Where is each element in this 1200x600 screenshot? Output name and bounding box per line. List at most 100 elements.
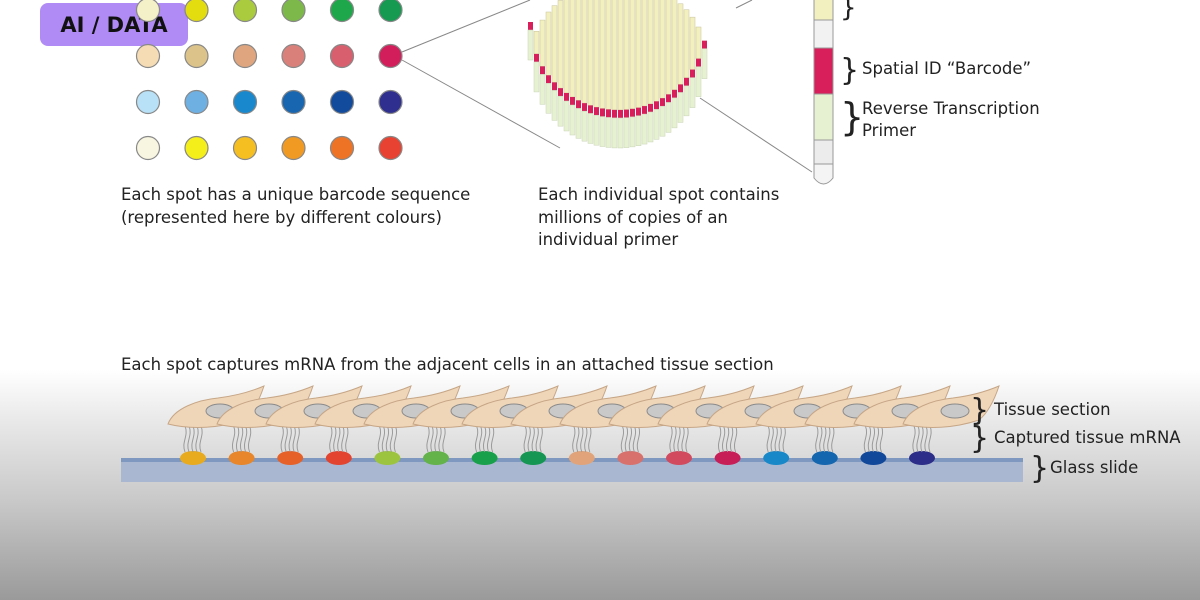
primer-strand-body xyxy=(563,0,570,94)
barcode-spot xyxy=(232,135,258,161)
primer-barcode-stripe xyxy=(684,77,689,86)
barcode-spot xyxy=(135,0,161,23)
slide-spot xyxy=(374,451,401,465)
brace-mrna: } xyxy=(970,421,989,456)
barcode-spot xyxy=(184,0,209,23)
primer-strand-body xyxy=(641,0,648,107)
slide-spot xyxy=(520,451,547,465)
primer-strand-body xyxy=(683,9,690,79)
brace-rt: } xyxy=(840,95,864,139)
primer-rt-stripe xyxy=(551,90,558,121)
primer-rt-stripe xyxy=(695,66,702,97)
slide-spot xyxy=(811,451,838,465)
slide-spot xyxy=(228,451,255,465)
barcode-spot xyxy=(378,89,403,115)
brace-slide: } xyxy=(1030,451,1049,486)
primer-strand-body xyxy=(587,0,594,106)
primer-strand-body xyxy=(695,26,702,59)
primer-rt-stripe xyxy=(659,105,666,137)
primer-barcode-stripe xyxy=(570,97,575,106)
primer-strand-body xyxy=(551,5,558,83)
primer-strand-body xyxy=(665,0,672,95)
primer-barcode-stripe xyxy=(588,105,593,114)
barcode-segment xyxy=(813,47,834,95)
primer-rt-stripe xyxy=(545,83,552,114)
primer-strand-body xyxy=(617,0,624,111)
barcode-spot xyxy=(232,89,258,115)
primer-strand-body xyxy=(659,0,666,99)
primer-strand-body xyxy=(575,0,582,101)
primer-barcode-stripe xyxy=(702,40,707,49)
primer-barcode-stripe xyxy=(528,22,533,30)
barcode-spot xyxy=(184,89,209,115)
primer-barcode-stripe xyxy=(654,101,659,110)
slide-spot xyxy=(277,451,304,465)
primer-rt-stripe xyxy=(617,117,624,149)
primer-barcode-stripe xyxy=(594,107,599,116)
barcode-spot xyxy=(378,43,403,69)
primer-strand-body xyxy=(593,0,600,108)
primer-rt-stripe xyxy=(605,117,612,148)
tissue-cells xyxy=(167,385,1000,428)
primer-strand-body xyxy=(599,0,606,109)
primer-strand-body xyxy=(545,11,552,76)
slide-spot xyxy=(568,451,595,465)
barcode-spot xyxy=(378,0,403,23)
primer-line-bottom xyxy=(699,97,813,173)
barcode-spot xyxy=(281,0,306,23)
primer-rt-stripe xyxy=(665,102,672,133)
primer-strand-body xyxy=(581,0,588,104)
primer-rt-stripe xyxy=(689,77,696,108)
rt-primer-segment xyxy=(813,93,834,141)
primer-rt-stripe xyxy=(677,92,684,123)
primer-rt-stripe xyxy=(641,113,648,145)
primer-barcode-stripe xyxy=(558,88,563,97)
primer-rt-stripe xyxy=(599,116,606,147)
primer-strand-body xyxy=(533,31,540,55)
tissue-caption: Each spot captures mRNA from the adjacen… xyxy=(121,355,774,374)
primer-strand-body xyxy=(629,0,636,110)
primer-rt-stripe xyxy=(533,61,540,93)
primer-strand-body xyxy=(605,0,612,110)
slide-spot xyxy=(714,451,741,465)
slide-spot xyxy=(180,451,206,465)
primer-rt-stripe xyxy=(563,100,570,132)
barcode-caption: Each spot has a unique barcode sequence … xyxy=(121,185,471,227)
zoom-line-bottom xyxy=(401,59,561,149)
barcode-spot xyxy=(232,43,258,69)
primer-barcode-stripe xyxy=(582,103,587,112)
barcode-spot xyxy=(281,43,306,69)
rt-label-line2: Primer xyxy=(862,121,916,140)
primer-rt-stripe xyxy=(653,109,660,140)
barcode-spot xyxy=(281,135,306,161)
primer-rt-stripe xyxy=(527,29,534,61)
primer-barcode-stripe xyxy=(630,108,635,117)
primer-strand-body xyxy=(623,0,630,110)
slide-spot xyxy=(617,451,644,465)
primer-rt-stripe xyxy=(683,85,690,117)
primer-barcode-stripe xyxy=(600,108,605,117)
primer-strand-body xyxy=(611,0,618,111)
primer-strand-body xyxy=(677,3,684,85)
barcode-spot xyxy=(184,43,209,69)
primer-barcode-stripe xyxy=(546,75,551,84)
primer-rt-stripe xyxy=(671,97,678,129)
primer-barcode-stripe xyxy=(660,98,665,107)
brace-barcode: } xyxy=(840,53,859,88)
barcode-spot xyxy=(135,89,161,115)
primer-barcode-stripe xyxy=(552,82,557,91)
primer-barcode-stripe xyxy=(612,109,617,118)
primer-barcode-stripe xyxy=(624,109,629,118)
barcode-spot xyxy=(135,43,161,69)
barcode-spot xyxy=(232,0,258,23)
primer-rt-stripe xyxy=(635,115,642,146)
primer-barcode-stripe xyxy=(636,107,641,116)
barcode-spot xyxy=(135,135,161,161)
primer-strand-body xyxy=(557,0,564,89)
primer-rt-stripe xyxy=(587,113,594,144)
primer-barcode-stripe xyxy=(696,58,701,67)
slide-spot xyxy=(860,451,887,465)
primer-strand-body xyxy=(539,19,546,67)
primer-barcode-stripe xyxy=(642,106,647,115)
